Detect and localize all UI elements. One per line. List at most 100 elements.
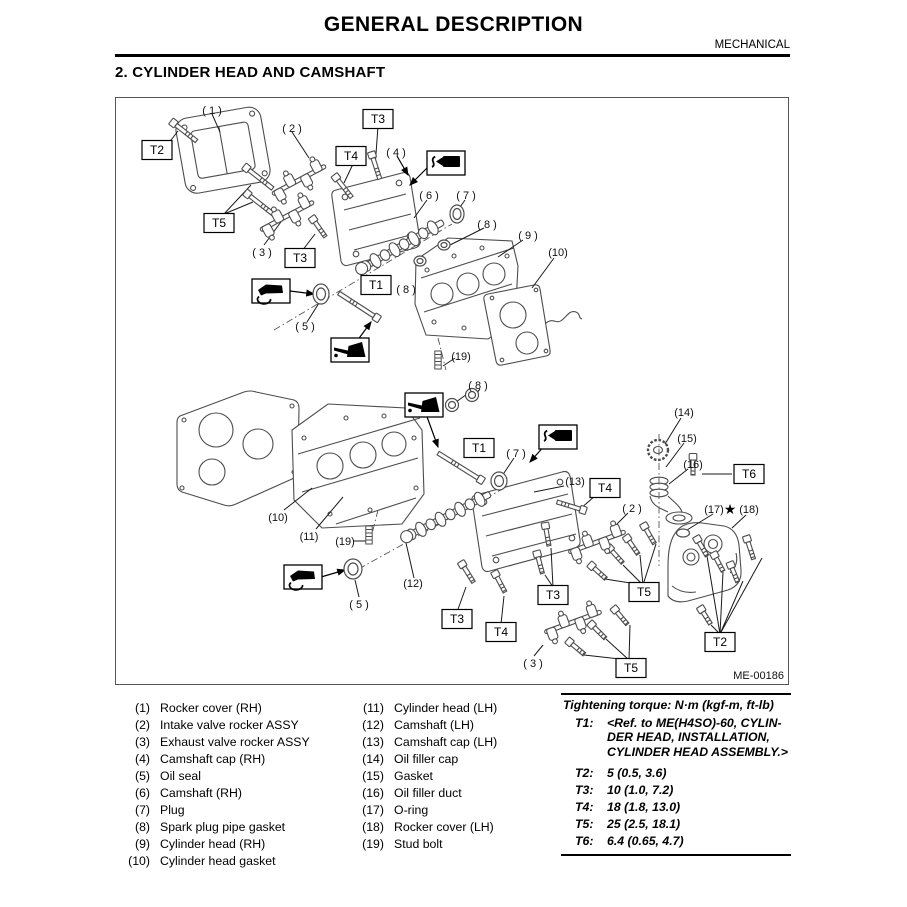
- callout-label: (19): [335, 536, 355, 548]
- legend-item-number: (4): [134, 751, 150, 766]
- callout-label: (17): [704, 504, 724, 516]
- callout-label: (14): [674, 407, 694, 419]
- stud-bolt: [365, 525, 373, 545]
- header-rule: [115, 54, 790, 57]
- legend-item-name: Rocker cover (LH): [394, 819, 494, 834]
- torque-row-id: T3:: [575, 783, 594, 797]
- liquid-gasket-icon: [426, 150, 466, 176]
- legend-item: (17)O-ring: [352, 801, 557, 818]
- camshaft-lh: [400, 491, 492, 544]
- legend-item-name: Rocker cover (RH): [160, 700, 262, 715]
- legend-item-name: Camshaft cap (RH): [160, 751, 266, 766]
- legend-item-name: Camshaft (RH): [160, 785, 242, 800]
- oil-icon: [404, 392, 444, 418]
- bolt: [586, 560, 609, 581]
- callout-label: (12): [403, 578, 423, 590]
- legend-item-number: (6): [134, 785, 150, 800]
- callout-label: ( 3 ): [523, 658, 543, 670]
- torque-label-T1: T1: [360, 274, 392, 296]
- svg-text:T5: T5: [212, 216, 226, 230]
- callout-label: ( 2 ): [282, 123, 302, 135]
- bolt: [609, 604, 630, 627]
- torque-row-id: T4:: [575, 800, 594, 814]
- legend-item-name: Exhaust valve rocker ASSY: [160, 734, 310, 749]
- cylinder-head-gasket-lh: [176, 390, 300, 507]
- bolt: [168, 117, 199, 144]
- stud-bolt: [434, 350, 442, 370]
- legend-item: (5)Oil seal: [118, 767, 350, 784]
- legend-item: (16)Oil filler duct: [352, 784, 557, 801]
- legend-item-name: Cylinder head (RH): [160, 836, 266, 851]
- legend-item-name: Plug: [160, 802, 185, 817]
- rocker-cover-rh: [175, 106, 271, 194]
- svg-text:T2: T2: [150, 143, 164, 157]
- svg-text:T3: T3: [546, 588, 560, 602]
- grease-icon: [251, 278, 291, 305]
- cylinder-head-lh: [291, 403, 425, 529]
- legend-item: (2)Intake valve rocker ASSY: [118, 716, 350, 733]
- bolt: [692, 534, 710, 558]
- exhaust-rocker-assy-lh: [544, 600, 602, 645]
- svg-text:T3: T3: [371, 112, 385, 126]
- legend-item: (19)Stud bolt: [352, 835, 557, 852]
- callout-label: (15): [677, 433, 697, 445]
- legend-item-number: (10): [128, 853, 150, 868]
- torque-row-value: 5 (0.5, 3.6): [607, 766, 667, 780]
- cylinder-head-gasket-rh: [483, 284, 583, 366]
- torque-label-T1: T1: [463, 437, 495, 459]
- torque-table: Tightening torque: N·m (kgf-m, ft-lb) T1…: [561, 693, 791, 856]
- callout-label: (16): [683, 459, 703, 471]
- bolt: [725, 560, 741, 584]
- legend-item-name: Stud bolt: [394, 836, 443, 851]
- legend-item: (1) Rocker cover (RH): [118, 699, 350, 716]
- bolt: [241, 162, 275, 191]
- callout-label: (18): [739, 504, 759, 516]
- legend-item: (10) Cylinder head gasket: [118, 852, 350, 869]
- callout-label: ( 5 ): [349, 599, 369, 611]
- legend-item-number: (18): [362, 819, 384, 834]
- legend-item-number: (3): [134, 734, 150, 749]
- legend-item-number: (1): [134, 700, 150, 715]
- legend-item-number: (13): [362, 734, 384, 749]
- svg-text:T5: T5: [624, 661, 638, 675]
- bolt: [242, 188, 276, 217]
- legend-item-name: Cylinder head gasket: [160, 853, 276, 868]
- torque-row: T4: 18 (1.8, 13.0): [561, 800, 791, 815]
- legend-item-name: Camshaft cap (LH): [394, 734, 498, 749]
- section-title: 2. CYLINDER HEAD AND CAMSHAFT: [115, 64, 386, 81]
- liquid-gasket-icon: [538, 424, 578, 450]
- chapter-label: MECHANICAL: [714, 39, 790, 51]
- star-mark: ★: [724, 501, 737, 517]
- bolt: [330, 172, 354, 200]
- legend-item-number: (7): [134, 802, 150, 817]
- bolt: [742, 534, 757, 561]
- legend-item-name: Camshaft (LH): [394, 717, 474, 732]
- callout-label: (10): [548, 247, 568, 259]
- seal-ring: [444, 397, 460, 413]
- callout-label: (19): [451, 351, 471, 363]
- legend-item: (4) Camshaft cap (RH): [118, 750, 350, 767]
- seal-ring: [343, 558, 363, 580]
- callout-label: (11): [300, 531, 319, 543]
- intake-rocker-assy-rh: [271, 156, 327, 205]
- camshaft-cap-rh: [331, 171, 421, 267]
- figure-id: ME-00186: [733, 670, 784, 682]
- torque-label-T6: T6: [733, 463, 765, 485]
- legend-item: (13) Camshaft cap (LH): [352, 733, 557, 750]
- torque-row-value: 6.4 (0.65, 4.7): [607, 834, 684, 848]
- torque-row-value: 18 (1.8, 13.0): [607, 800, 681, 814]
- svg-text:T4: T4: [344, 149, 358, 163]
- torque-label-T3: T3: [362, 108, 394, 130]
- legend-item-name: Spark plug pipe gasket: [160, 819, 286, 834]
- legend-column-1: (1) Rocker cover (RH)(2)Intake valve rock…: [118, 699, 350, 869]
- legend-item-number: (5): [134, 768, 150, 783]
- bolt: [540, 521, 552, 547]
- svg-text:T6: T6: [742, 467, 756, 481]
- camshaft-rh: [355, 219, 445, 276]
- page-title: GENERAL DESCRIPTION: [323, 13, 584, 36]
- legend-item-name: Cylinder head (LH): [394, 700, 498, 715]
- callout-label: ( 7 ): [456, 190, 476, 202]
- legend-item-number: (17): [362, 802, 384, 817]
